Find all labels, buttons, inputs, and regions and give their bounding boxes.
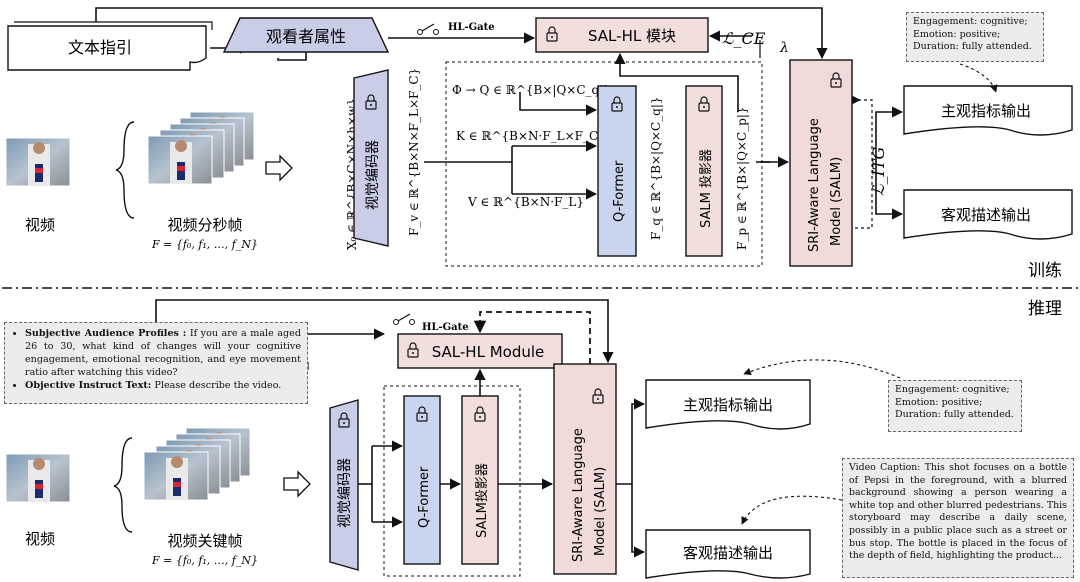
top-route-line: [95, 7, 828, 60]
video-caption-text: Video Caption: This shot focuses on a bo…: [849, 462, 1067, 562]
inference-qformer: Q-Former: [403, 395, 441, 565]
text-to-viewer-line: [277, 48, 307, 61]
inference-qformer-label: Q-Former: [417, 466, 432, 528]
inference-objective-output: 客观描述输出: [645, 529, 811, 579]
inference-hl-gate: HL-Gate: [393, 313, 469, 333]
inference-frames-formula: F = {f₀, f₁, …, f_N}: [151, 554, 258, 567]
inference-objective-label: 客观描述输出: [683, 544, 773, 562]
text-instruction-label: 文本指引: [68, 38, 132, 57]
inference-note-pointer: [743, 359, 901, 379]
inference-section-label: 推理: [1028, 299, 1062, 319]
inference-salm-projector: SALM投影器: [461, 395, 499, 565]
sal-hl-module: SAL-HL 模块: [535, 17, 709, 53]
q-arrow: [519, 92, 598, 116]
note-line: Emotion: positive;: [913, 28, 1001, 40]
note-line: Engagement: cognitive;: [913, 16, 1028, 27]
training-objective-output: 客观描述输出: [903, 189, 1073, 240]
inference-frames-stack: [143, 427, 251, 501]
note-line: Engagement: cognitive;: [895, 384, 1010, 395]
inference-projector-label: SALM投影器: [474, 463, 490, 538]
viewer-attributes-box: 观看者属性: [222, 17, 390, 53]
training-dashed-region: [445, 61, 763, 267]
loss-itg-label: ℒ_ITG: [869, 146, 888, 196]
training-video-encoder: 视觉编码器: [353, 69, 389, 247]
training-qformer-label: Q-Former: [612, 160, 627, 222]
fp-label: F_p ∈ ℝ^{B×|Q×C_p|}: [735, 106, 749, 250]
profiles-item: Subjective Audience Profiles : If you ar…: [25, 327, 301, 379]
fq-label: F_q ∈ ℝ^{B×|Q×C_q|}: [649, 96, 663, 240]
text-instruction-box: 文本指引: [7, 21, 213, 71]
brace-icon: [115, 121, 135, 219]
inference-sal-hl-module: SAL-HL Module: [397, 333, 563, 369]
training-salm-projector: SALM 投影器: [685, 85, 723, 257]
inference-video-encoder: 视觉编码器: [329, 399, 359, 571]
training-frames-stack: [147, 111, 255, 185]
to-objective-arrow: [875, 162, 904, 220]
inference-llm-line2: Model (SALM): [593, 467, 608, 556]
profiles-text: If you are a male aged 26 to 30, what ki…: [25, 328, 301, 378]
note-line: Duration: fully attended.: [913, 41, 1032, 52]
proj-to-salhl-arrow: [614, 52, 739, 112]
training-video-label: 视频: [25, 216, 55, 234]
training-projector-label: SALM 投影器: [698, 149, 714, 228]
instruct-text: Please describe the video.: [154, 380, 282, 391]
training-subjective-label: 主观指标输出: [941, 102, 1031, 120]
hl-gate-label: HL-Gate: [448, 22, 495, 33]
inference-subjective-label: 主观指标输出: [683, 396, 773, 414]
viewer-attributes-label: 观看者属性: [266, 27, 346, 46]
audience-profiles-box: Subjective Audience Profiles : If you ar…: [4, 322, 308, 404]
inference-dashed-region: [383, 385, 521, 577]
itg-dashed: [852, 99, 873, 229]
sal-hl-label: SAL-HL 模块: [588, 27, 676, 45]
caption-pointer: [741, 495, 843, 525]
inference-frames-label: 视频关键帧: [167, 532, 242, 550]
inference-encoder-label: 视觉编码器: [337, 458, 353, 528]
training-note: Engagement: cognitive; Emotion: positive…: [906, 12, 1044, 62]
training-qformer: Q-Former: [597, 85, 637, 257]
training-section: 文本指引 观看者属性 HL-Gate SAL-HL 模块 ℒ_CE λ 视: [5, 7, 1073, 281]
training-subjective-output: 主观指标输出: [903, 85, 1073, 136]
training-llm-line1: SRI-Aware Language: [807, 118, 822, 252]
hollow-arrow-icon: [283, 470, 311, 498]
hollow-arrow-icon: [265, 154, 293, 182]
v-label: V ∈ ℝ^{B×N·F_L}: [467, 195, 584, 209]
training-frames-formula: F = {f₀, f₁, …, f_N}: [151, 238, 258, 251]
inference-video-label: 视频: [25, 530, 55, 548]
training-llm-line2: Model (SALM): [829, 157, 844, 246]
note-line: Duration: fully attended.: [895, 409, 1014, 420]
training-video-thumb: [5, 137, 71, 187]
k-label: K ∈ ℝ^{B×N·F_L×F_C}: [456, 129, 606, 143]
phi-label: Φ → Q ∈ ℝ^{B×|Q×C_q|}: [452, 83, 611, 97]
hl-gate-switch: HL-Gate: [417, 22, 495, 35]
inference-subjective-output: 主观指标输出: [645, 379, 811, 430]
training-section-label: 训练: [1028, 261, 1062, 281]
inference-video-thumb: [5, 453, 71, 503]
instruct-item: Objective Instruct Text: Please describe…: [25, 379, 301, 392]
profiles-title: Subjective Audience Profiles :: [25, 328, 187, 339]
inference-note: Engagement: cognitive; Emotion: positive…: [888, 380, 1022, 432]
instruct-title: Objective Instruct Text:: [25, 380, 152, 391]
training-llm: SRI-Aware Language Model (SALM): [789, 59, 853, 267]
inference-section: 推理 HL-Gate SAL-HL Module 视频 视频关键帧 F =: [5, 299, 1062, 579]
salhl-dashed-route: [473, 311, 591, 374]
profiles-route-line: [155, 299, 614, 364]
inference-llm: SRI-Aware Language Model (SALM): [553, 363, 617, 575]
inference-hl-gate-label: HL-Gate: [422, 322, 469, 333]
training-frames-label: 视频分秒帧: [167, 216, 242, 234]
video-caption-box: Video Caption: This shot focuses on a bo…: [842, 458, 1074, 578]
lambda-label: λ: [779, 40, 789, 56]
training-encoder-label: 视觉编码器: [365, 140, 381, 210]
fv-label: F_v ∈ ℝ^{B×N×F_L×F_C}: [407, 68, 421, 236]
note-line: Emotion: positive;: [895, 396, 983, 408]
loss-ce-label: ℒ_CE: [722, 29, 766, 48]
brace-icon: [113, 437, 133, 533]
training-objective-label: 客观描述输出: [941, 206, 1031, 224]
note-pointer: [959, 63, 998, 93]
to-subjective-arrow: [875, 106, 904, 162]
inference-sal-hl-label: SAL-HL Module: [432, 343, 545, 361]
inference-llm-line1: SRI-Aware Language: [571, 428, 586, 562]
